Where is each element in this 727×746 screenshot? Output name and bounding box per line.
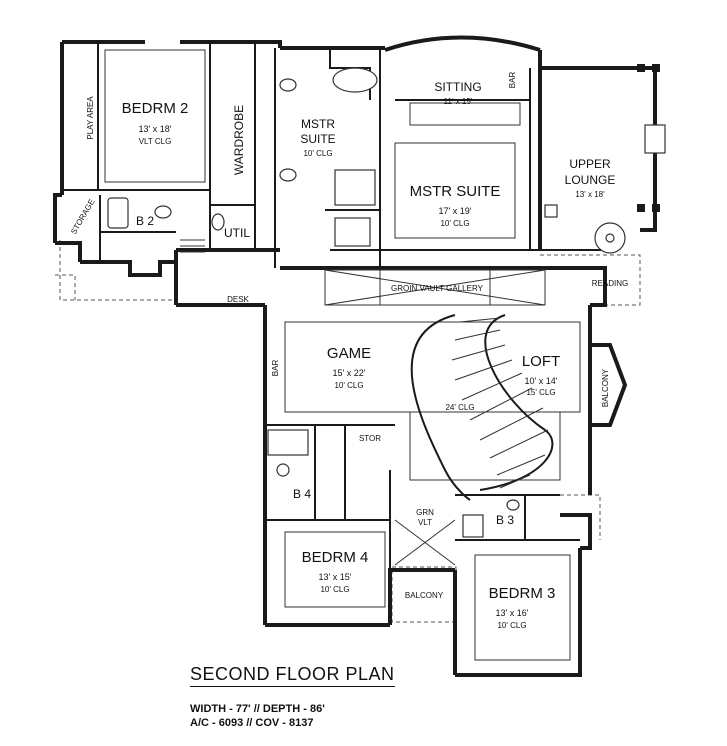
ceiling-lines	[104, 49, 581, 661]
loft-note: 15' CLG	[526, 388, 555, 397]
bedrm4-name: BEDRM 4	[302, 549, 369, 566]
util-label: UTIL	[224, 226, 250, 240]
groin-vault-gallery	[324, 269, 546, 306]
game-name: GAME	[327, 345, 371, 362]
gallery-label: GROIN VAULT GALLERY	[391, 284, 484, 293]
bar-top-label: BAR	[508, 72, 517, 89]
plan-title: SECOND FLOOR PLAN	[190, 664, 395, 687]
mstr-suite-small-note: 10' CLG	[303, 149, 332, 158]
bedrm3-name: BEDRM 3	[489, 585, 556, 602]
play-area-label: PLAY AREA	[86, 96, 95, 140]
b2-label: B 2	[136, 214, 154, 228]
fixtures	[107, 67, 666, 538]
grand-staircase	[410, 314, 554, 501]
bedrm2-note: VLT CLG	[139, 137, 172, 146]
bedrm4-size: 13' x 15'	[319, 572, 352, 582]
bedrm2-name: BEDRM 2	[122, 100, 189, 117]
columns	[637, 64, 660, 212]
interior-walls	[62, 42, 605, 570]
balcony-bottom-label: BALCONY	[405, 591, 444, 600]
loft-name: LOFT	[522, 353, 560, 370]
game-note: 10' CLG	[334, 381, 363, 390]
plan-dimensions: WIDTH - 77' // DEPTH - 86'	[190, 703, 325, 715]
plan-area: A/C - 6093 // COV - 8137	[190, 717, 314, 729]
grn-vlt-line2: VLT	[418, 518, 432, 527]
b3-label: B 3	[496, 513, 514, 527]
storage-label: STORAGE	[69, 198, 96, 236]
upper-lounge-size: 13' x 18'	[575, 190, 605, 199]
sitting-name: SITTING	[434, 80, 481, 94]
stair-clg-label: 24' CLG	[445, 403, 474, 412]
desk-label: DESK	[227, 295, 249, 304]
loft-size: 10' x 14'	[525, 376, 558, 386]
mstr-suite-note: 10' CLG	[440, 219, 469, 228]
mstr-suite-small-line2: SUITE	[300, 132, 335, 146]
sitting-size: 11' x 15'	[444, 97, 473, 106]
grn-vlt-line1: GRN	[416, 508, 434, 517]
bedrm3-size: 13' x 16'	[496, 608, 529, 618]
wardrobe-label: WARDROBE	[232, 105, 246, 175]
bedrm2-size: 13' x 18'	[139, 124, 172, 134]
mstr-suite-small-line1: MSTR	[301, 117, 335, 131]
stair-util	[180, 239, 205, 253]
b4-label: B 4	[293, 487, 311, 501]
upper-lounge-line2: LOUNGE	[565, 173, 616, 187]
plan-stats: WIDTH - 77' // DEPTH - 86' A/C - 6093 //…	[190, 702, 325, 730]
mstr-suite-size: 17' x 19'	[439, 206, 472, 216]
bar-game-label: BAR	[271, 360, 280, 377]
upper-lounge-line1: UPPER	[569, 157, 611, 171]
exterior-walls	[53, 35, 657, 677]
bedrm3-note: 10' CLG	[497, 621, 526, 630]
room-labels: BEDRM 2 13' x 18' VLT CLG PLAY AREA STOR…	[69, 72, 628, 630]
game-size: 15' x 22'	[333, 368, 366, 378]
spiral-staircase	[594, 222, 626, 254]
reading-label: READING	[592, 279, 628, 288]
stor-label: STOR	[359, 434, 381, 443]
balcony-side-label: BALCONY	[601, 368, 610, 407]
bedrm4-note: 10' CLG	[320, 585, 349, 594]
mstr-suite-name: MSTR SUITE	[410, 183, 501, 200]
